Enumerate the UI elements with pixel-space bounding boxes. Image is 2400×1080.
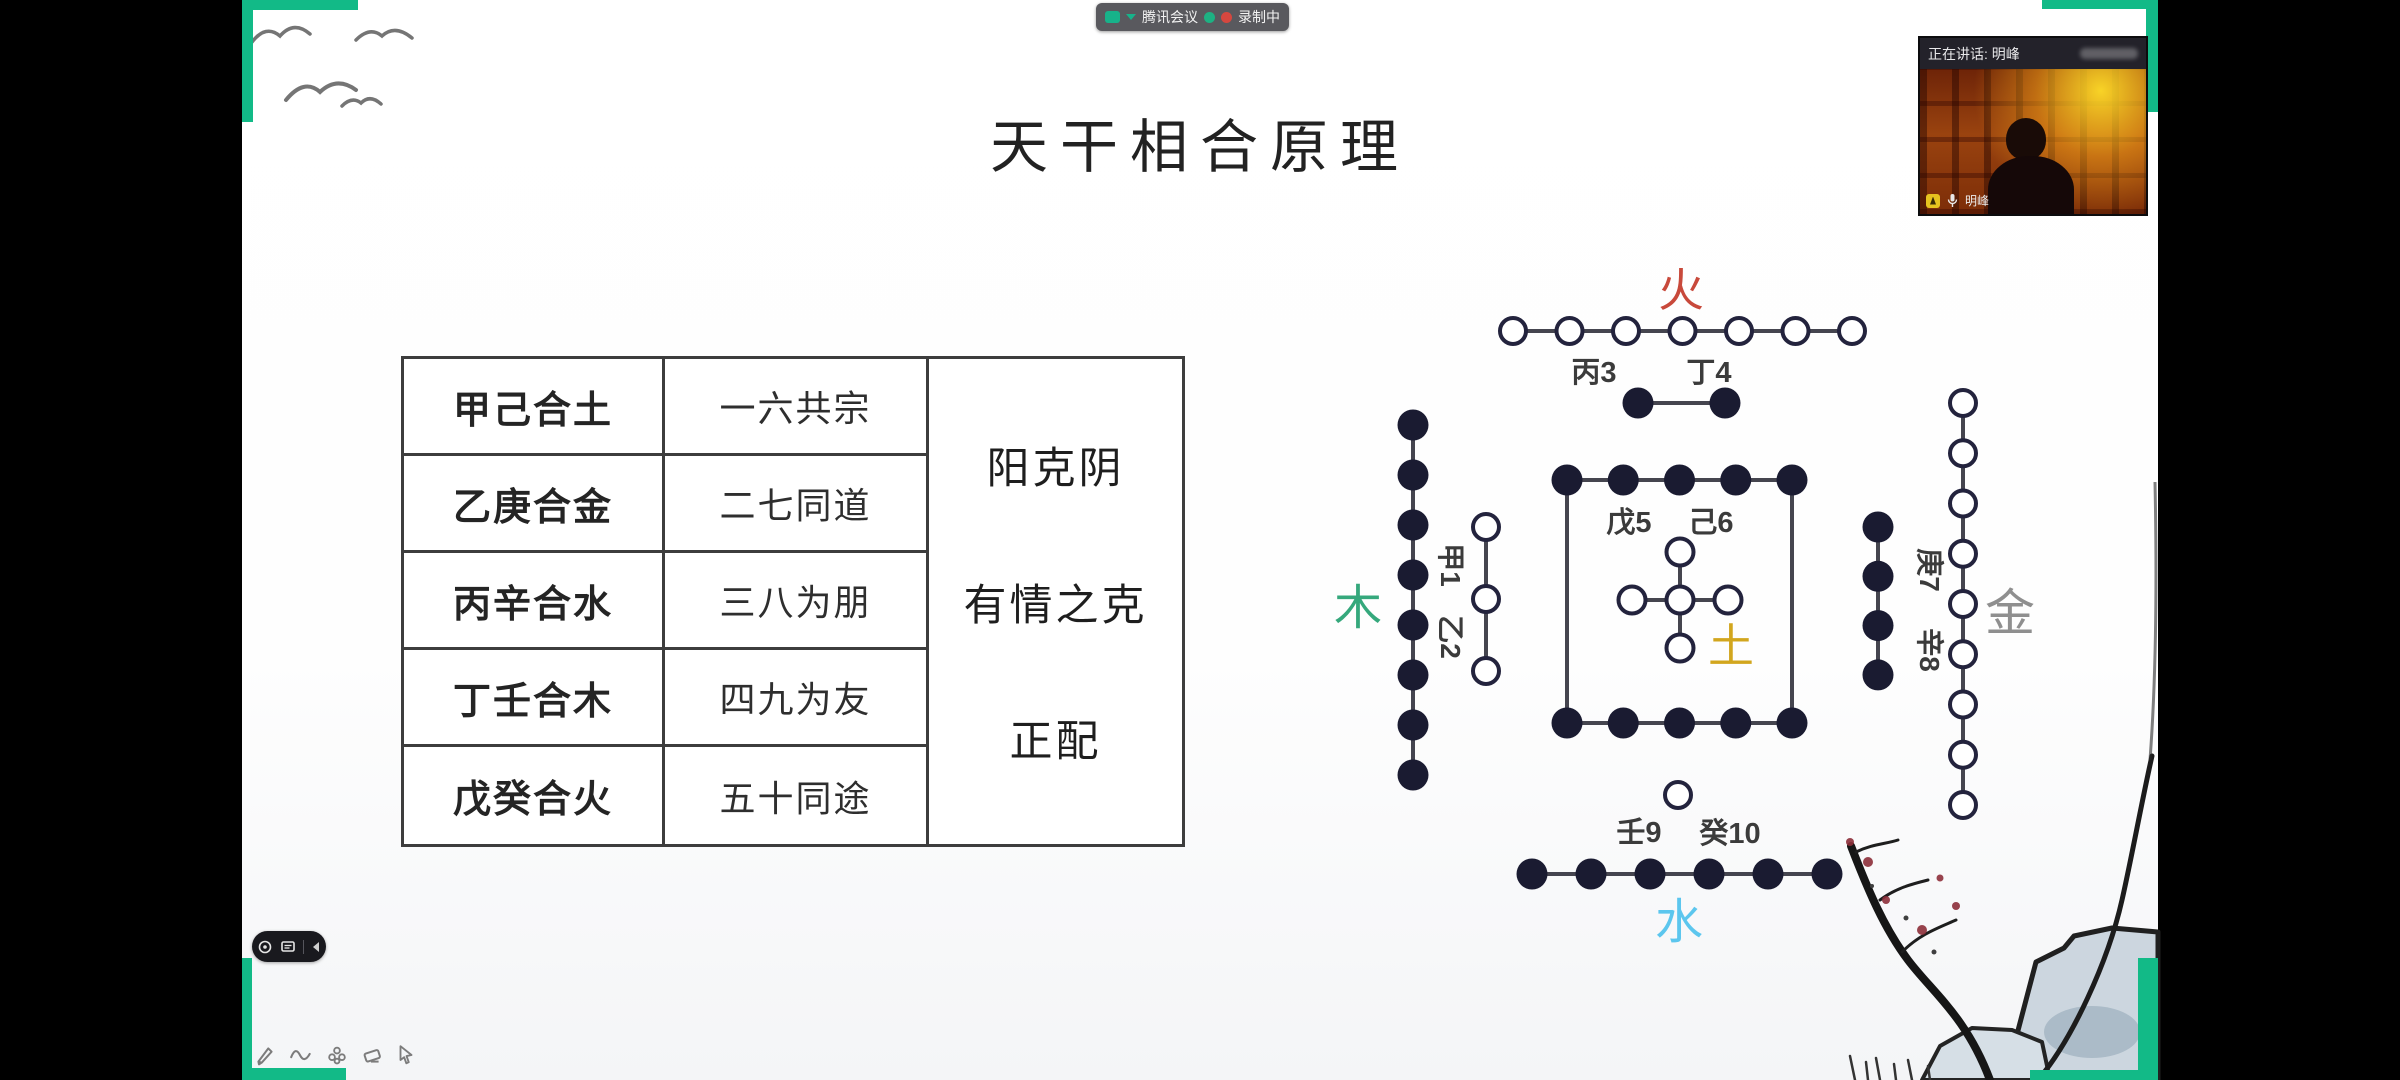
- participant-video-panel[interactable]: 正在讲话: 明峰 明峰: [1920, 38, 2146, 214]
- table-cell-meaning: 一六共宗: [665, 359, 929, 456]
- video-feed: 明峰: [1920, 69, 2146, 214]
- corner-accent: [242, 958, 252, 1080]
- stamp-icon[interactable]: [326, 1044, 348, 1066]
- mic-icon: [1947, 194, 1958, 207]
- table-cell-meaning: 二七同道: [665, 456, 929, 553]
- cursor-icon[interactable]: [396, 1044, 416, 1066]
- corner-accent: [2146, 0, 2158, 112]
- corner-accent: [2042, 0, 2158, 9]
- note-line: 正配: [1009, 718, 1102, 767]
- collapse-left-icon[interactable]: [311, 941, 321, 953]
- participant-info-row: 明峰: [1926, 192, 1989, 209]
- curve-icon[interactable]: [289, 1044, 313, 1066]
- laser-pen-icon[interactable]: [257, 939, 273, 955]
- drawing-toolbar[interactable]: [254, 1044, 416, 1066]
- chevron-down-icon[interactable]: [1126, 14, 1136, 20]
- participant-name: 明峰: [1965, 194, 1990, 208]
- table-cell-meaning: 三八为朋: [665, 553, 929, 650]
- table-cell-combo: 丙辛合水: [404, 553, 665, 650]
- corner-accent: [242, 0, 358, 10]
- meeting-app-name: 腾讯会议: [1142, 9, 1198, 25]
- corner-accent: [242, 1068, 346, 1080]
- person-silhouette-body: [1987, 156, 2074, 214]
- divider: [303, 939, 304, 954]
- meeting-app-icon: [1105, 11, 1120, 23]
- table-note-cell: 阳克阴 有情之克 正配: [929, 359, 1182, 844]
- header-watermark: [2080, 48, 2138, 59]
- signal-icon: [1204, 11, 1215, 23]
- table-cell-combo: 戊癸合火: [404, 747, 665, 844]
- table-cell-combo: 甲己合土: [404, 359, 665, 456]
- recording-dot-icon: [1221, 11, 1232, 23]
- person-silhouette-head: [2005, 118, 2046, 161]
- status-badge-icon: [1926, 193, 1940, 208]
- corner-accent: [242, 0, 253, 122]
- meeting-status-pill[interactable]: 腾讯会议 录制中: [1096, 3, 1289, 31]
- stems-combination-table: 甲己合土 一六共宗 乙庚合金 二七同道 丙辛合水 三八为朋 丁壬合木 四九为友 …: [401, 356, 1185, 847]
- pen-icon[interactable]: [254, 1044, 276, 1066]
- video-header: 正在讲话: 明峰: [1920, 38, 2146, 69]
- corner-accent: [2138, 958, 2158, 1080]
- table-cell-combo: 丁壬合木: [404, 650, 665, 747]
- annotation-toolbar[interactable]: [252, 931, 326, 962]
- note-line: 有情之克: [963, 581, 1148, 630]
- table-cell-meaning: 四九为友: [665, 650, 929, 747]
- speaking-label: 正在讲话: 明峰: [1928, 45, 2020, 62]
- eraser-icon[interactable]: [361, 1044, 383, 1066]
- recording-status-label: 录制中: [1238, 9, 1280, 25]
- table-cell-combo: 乙庚合金: [404, 456, 665, 553]
- page-title: 天干相合原理: [989, 115, 1410, 180]
- note-line: 阳克阴: [986, 444, 1125, 493]
- table-cell-meaning: 五十同途: [665, 747, 929, 844]
- comment-icon[interactable]: [280, 939, 296, 955]
